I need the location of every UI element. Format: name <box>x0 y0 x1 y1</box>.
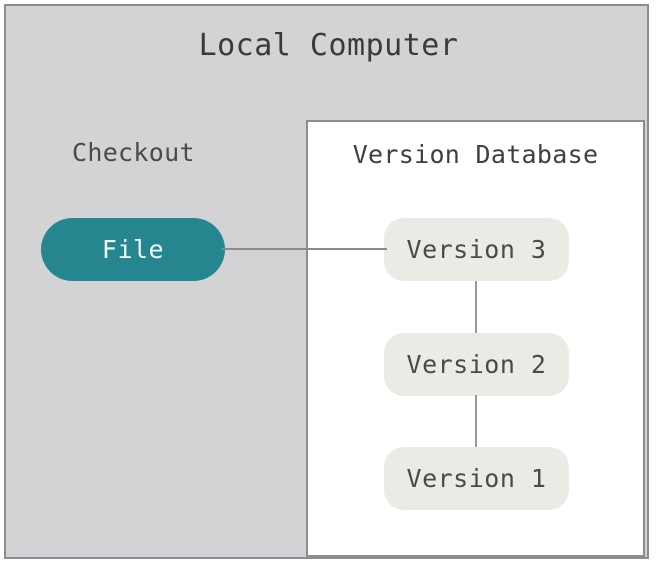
checkout-label: Checkout <box>72 138 195 167</box>
page-title: Local Computer <box>198 28 459 63</box>
connector-version2-to-version1 <box>475 395 477 447</box>
version-node-1[interactable]: Version 1 <box>384 447 569 510</box>
connector-file-to-version3 <box>222 248 387 250</box>
version-database-title: Version Database <box>352 140 599 169</box>
version-node-3-label: Version 3 <box>406 235 547 264</box>
connector-version3-to-version2 <box>475 281 477 333</box>
version-node-1-label: Version 1 <box>406 464 547 493</box>
version-node-3[interactable]: Version 3 <box>384 218 569 281</box>
version-node-2[interactable]: Version 2 <box>384 333 569 396</box>
file-node[interactable]: File <box>41 218 225 281</box>
file-node-label: File <box>101 235 165 264</box>
version-node-2-label: Version 2 <box>406 350 547 379</box>
